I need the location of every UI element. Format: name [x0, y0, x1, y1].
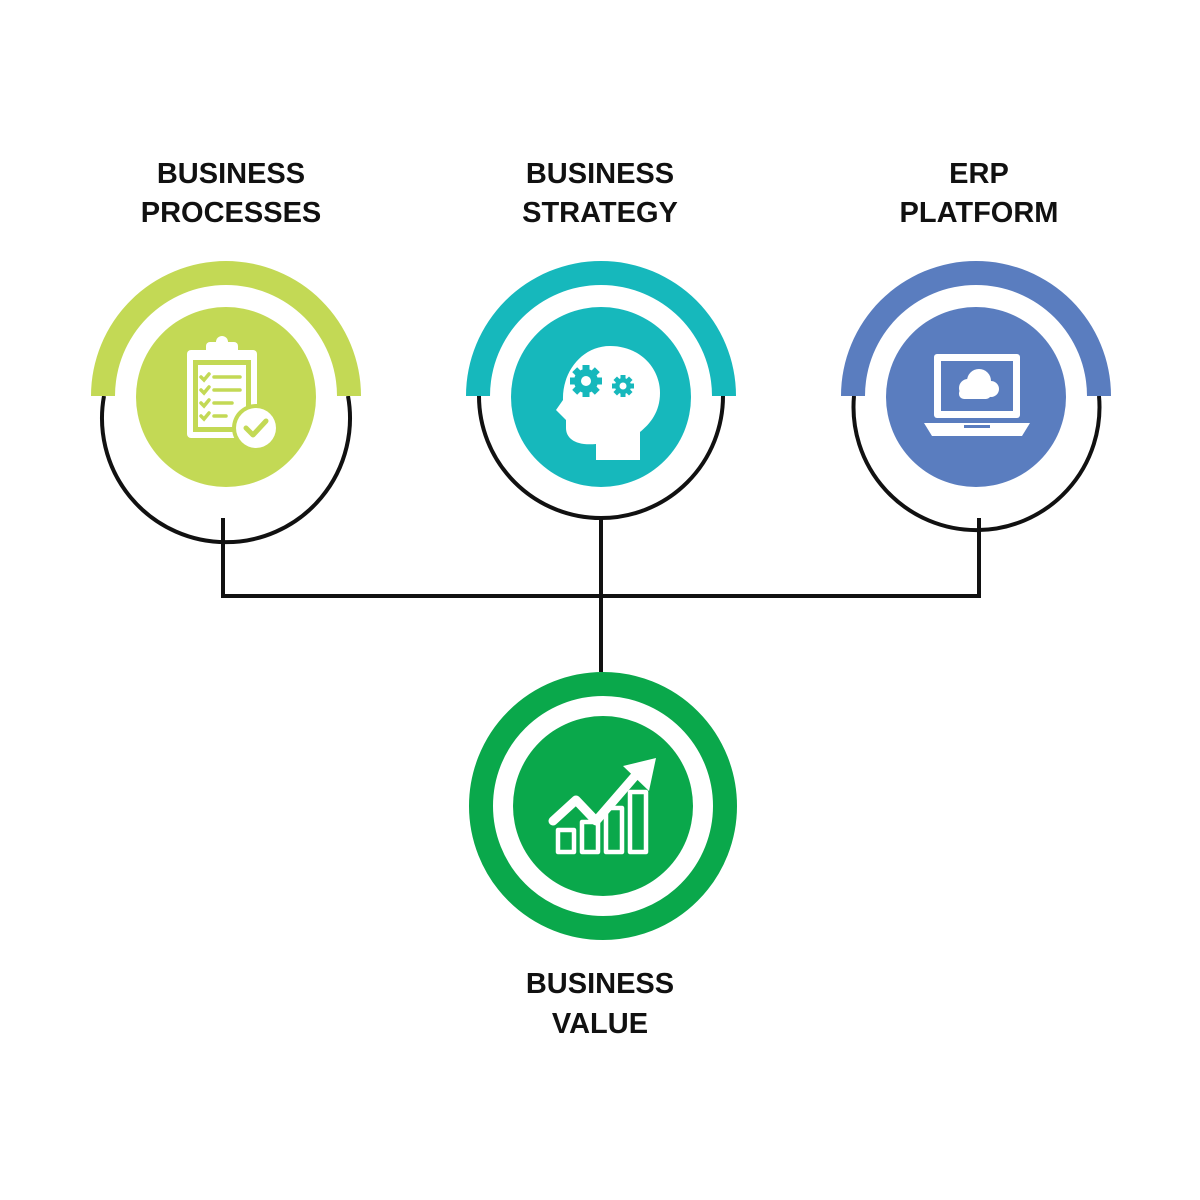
- node-label-line2: VALUE: [552, 1008, 648, 1040]
- gear-icon: [570, 365, 602, 397]
- node-label-line2: STRATEGY: [522, 197, 678, 229]
- node-label-line1: ERP: [949, 158, 1009, 190]
- node-business-processes: BUSINESS PROCESSES: [91, 158, 361, 545]
- cloud-icon: [959, 369, 999, 399]
- node-label-line1: BUSINESS: [526, 968, 674, 1000]
- node-arc: [100, 395, 352, 545]
- connector-right: [601, 518, 981, 598]
- node-cap: [466, 261, 736, 396]
- node-business-value: BUSINESS VALUE: [469, 672, 737, 1040]
- node-outer-ring: [469, 672, 737, 940]
- node-arc: [851, 395, 1102, 532]
- laptop-cloud-icon: [924, 354, 1030, 436]
- connector-lines: [221, 518, 981, 672]
- node-cap: [91, 261, 361, 396]
- node-label-line1: BUSINESS: [526, 158, 674, 190]
- node-business-strategy: BUSINESS STRATEGY: [466, 158, 736, 520]
- node-label-line2: PROCESSES: [141, 197, 322, 229]
- node-label-line2: PLATFORM: [900, 197, 1059, 229]
- node-inner-circle: [513, 716, 693, 896]
- node-label-line1: BUSINESS: [157, 158, 305, 190]
- node-arc: [477, 395, 725, 520]
- gear-icon: [612, 375, 634, 397]
- node-erp-platform: ERP PLATFORM: [841, 158, 1111, 532]
- growth-chart-icon: [548, 758, 656, 855]
- clipboard-check-icon: [187, 336, 280, 452]
- node-cap: [841, 261, 1111, 396]
- head-gears-icon: [556, 346, 660, 460]
